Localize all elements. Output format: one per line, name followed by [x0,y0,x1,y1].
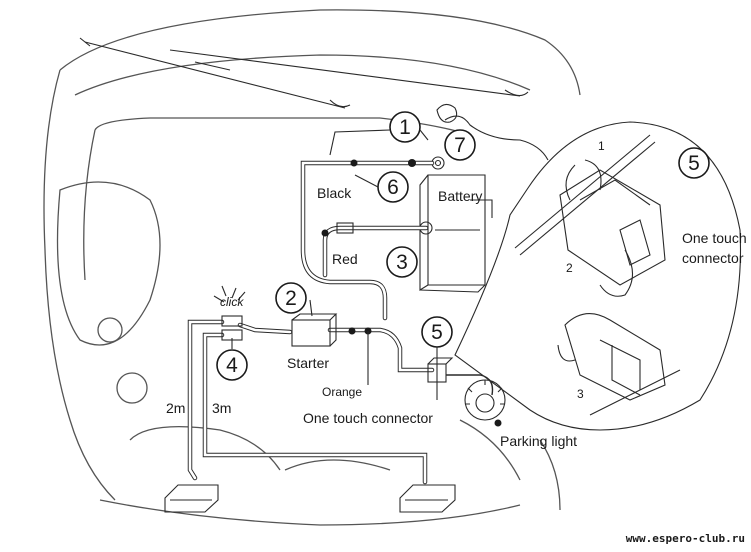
detail-step-2: 2 [566,261,573,275]
starter-module [291,313,338,347]
watermark: www.espero-club.ru [626,532,745,545]
callout-number: 2 [285,287,297,310]
battery [419,103,549,293]
cable-length-3m: 3m [212,400,231,416]
leader-lines [231,129,493,400]
red-wire-label: Red [332,251,358,267]
callout-3: 3 [386,246,418,278]
callout-5: 5 [421,316,453,348]
detail-title-line2: connector [682,250,744,266]
detail-step-1: 1 [598,139,605,153]
one-touch-connector-label: One touch connector [303,410,433,426]
click-label: click [220,295,244,309]
led-light-right [399,484,456,513]
starter-label: Starter [287,355,329,371]
callout-number: 1 [399,116,411,139]
callout-2: 2 [275,282,307,314]
windshield-wipers [79,37,529,109]
detail-title-line1: One touch [682,230,747,246]
callout-7: 7 [444,129,476,161]
callout-number: 7 [454,134,466,157]
callout-number: 4 [226,354,238,377]
callout-number: 5 [431,321,443,344]
callout-1: 1 [389,111,421,143]
callout-number: 6 [387,176,399,199]
wiring-harness [187,159,494,485]
callout-number: 5 [688,152,700,175]
detail-callout-5: 5 [678,147,710,179]
parking-light [464,379,506,427]
callout-number: 3 [396,251,408,274]
battery-label: Battery [438,188,482,204]
detail-step-3: 3 [577,387,584,401]
orange-wire-label: Orange [322,385,362,399]
callout-4: 4 [216,349,248,381]
detail-bubble [454,121,742,431]
callout-6: 6 [377,171,409,203]
led-light-left [164,484,219,513]
cable-length-2m: 2m [166,400,185,416]
parking-light-label: Parking light [500,433,577,449]
black-wire-label: Black [317,185,352,201]
